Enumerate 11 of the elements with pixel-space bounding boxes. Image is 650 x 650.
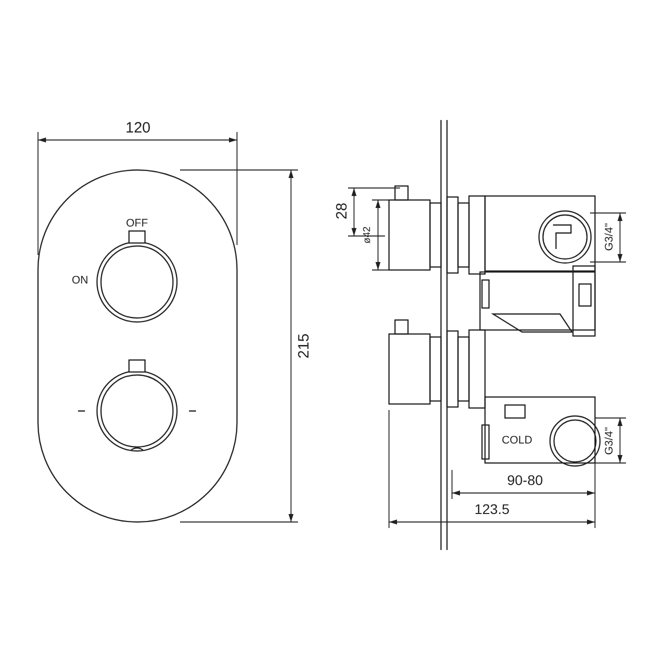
- dimension-label: 90-80: [507, 473, 543, 487]
- position-label: ON: [72, 276, 88, 286]
- dimension-label: ø42: [363, 226, 373, 244]
- dimension-label: 215: [296, 333, 312, 359]
- inlet-label: COLD: [502, 436, 532, 446]
- dimension-label: 120: [125, 120, 151, 136]
- thread-size-label: G3/4": [604, 427, 616, 455]
- position-label: OFF: [126, 218, 148, 230]
- dimension-label: 28: [334, 202, 350, 220]
- thread-size-label: G3/4": [604, 223, 616, 251]
- dimension-label: 123.5: [474, 502, 510, 516]
